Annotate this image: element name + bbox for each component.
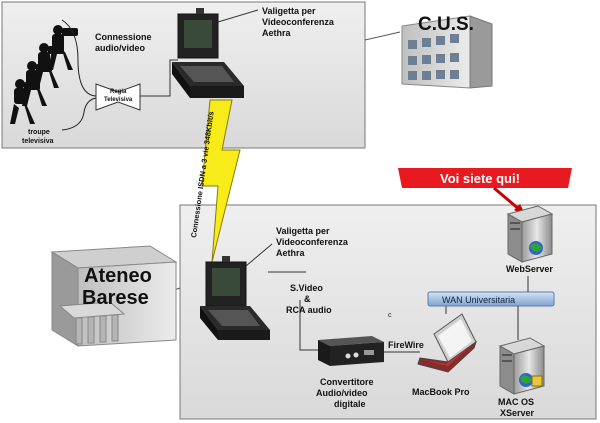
svideo-label-2: & (304, 294, 311, 304)
suitcase-icon (172, 8, 244, 98)
regia-connector (140, 59, 178, 97)
convertitore-label-1: Convertitore (320, 377, 374, 387)
wan-bar (427, 291, 555, 307)
suitcase-icon (200, 256, 270, 340)
here-banner-text: Voi siete qui! (440, 171, 520, 186)
converter-icon (318, 336, 384, 366)
small-c-label: c (388, 312, 392, 319)
laptop-icon (417, 313, 477, 373)
regia-label-1: Regia (110, 89, 127, 95)
firewire-label: FireWire (388, 340, 424, 350)
connessione-label-1: Connessione (95, 32, 152, 42)
wan-label: WAN Universitaria (442, 295, 515, 305)
macos-label-1: MAC OS (498, 397, 534, 407)
connessione-label-2: audio/video (95, 43, 146, 53)
top-valigetta-2: Videoconferenza (262, 17, 335, 27)
cus-connector (364, 31, 401, 41)
crew-connector (61, 19, 97, 131)
top-valigetta-pointer (217, 9, 259, 23)
lightning-icon (201, 99, 241, 263)
troupe-label-1: troupe (28, 129, 50, 136)
building-icon (401, 15, 493, 89)
bottom-valigetta-pointer (245, 243, 273, 267)
ateneo-label-2: Barese (82, 287, 149, 309)
suitcase-converter-line (268, 271, 318, 351)
cus-label: C.U.S. (418, 14, 474, 35)
ateneo-label-1: Ateneo (84, 265, 152, 287)
here-banner (398, 168, 572, 188)
macbook-label: MacBook Pro (412, 387, 470, 397)
banner-arrow (493, 186, 521, 212)
svideo-label-3: RCA audio (286, 305, 332, 315)
bottom-valigetta-3: Aethra (276, 248, 306, 258)
server-icon (506, 205, 554, 263)
university-icon (50, 245, 178, 347)
bottom-valigetta-2: Videoconferenza (276, 237, 349, 247)
monitor-icon (95, 83, 141, 111)
troupe-label-2: televisiva (22, 138, 54, 145)
top-valigetta-1: Valigetta per (262, 6, 316, 16)
top-valigetta-3: Aethra (262, 28, 292, 38)
webserver-label: WebServer (506, 264, 553, 274)
svideo-label-1: S.Video (290, 283, 323, 293)
cameraman-icon (10, 25, 78, 124)
bottom-valigetta-1: Valigetta per (276, 226, 330, 236)
convertitore-label-3: digitale (334, 399, 366, 409)
server-icon (498, 337, 546, 395)
convertitore-label-2: Audio/video (316, 388, 368, 398)
regia-label-2: Televisiva (104, 97, 133, 103)
macos-label-2: XServer (500, 408, 535, 418)
